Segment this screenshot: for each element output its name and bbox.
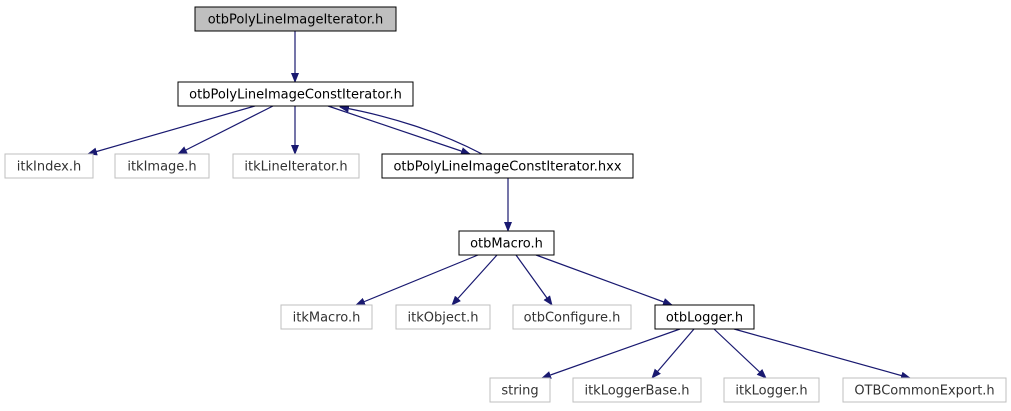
edge-n10-to-n11: [541, 328, 681, 379]
node-box: [381, 153, 634, 179]
node-itkmacro-h: itkMacro.h: [280, 304, 373, 330]
edge-n10-to-n14: [733, 328, 911, 380]
edge-n6-to-n7: [355, 254, 479, 306]
node-otbpolylineimageconstiterator-hxx[interactable]: otbPolyLineImageConstIterator.hxx: [381, 153, 634, 179]
node-box: [114, 153, 210, 179]
node-layer: otbPolyLineImageIterator.h otbPolyLineIma…: [4, 6, 1007, 403]
node-otblogger-h[interactable]: otbLogger.h: [654, 304, 755, 330]
node-label: otbLogger.h: [666, 311, 743, 326]
node-itklogger-h: itkLogger.h: [723, 377, 820, 403]
node-label: OTBCommonExport.h: [854, 384, 994, 399]
edge-layer: [87, 31, 911, 380]
edge-n6-to-n9: [515, 254, 553, 306]
node-box: [280, 304, 373, 330]
node-label: itkImage.h: [127, 160, 196, 175]
node-label: string: [501, 384, 538, 399]
node-otbconfigure-h: otbConfigure.h: [512, 304, 632, 330]
node-box: [572, 377, 702, 403]
edge-n10-to-n13: [713, 328, 767, 379]
node-box: [194, 6, 397, 32]
node-itkloggerbase-h: itkLoggerBase.h: [572, 377, 702, 403]
node-label: itkObject.h: [408, 311, 479, 326]
node-otbcommonexport-h: OTBCommonExport.h: [842, 377, 1007, 403]
node-box: [842, 377, 1007, 403]
node-box: [489, 377, 551, 403]
node-label: itkLogger.h: [735, 384, 807, 399]
node-box: [654, 304, 755, 330]
node-label: otbPolyLineImageIterator.h: [208, 13, 384, 28]
node-box: [512, 304, 632, 330]
node-label: itkLoggerBase.h: [584, 384, 689, 399]
node-otbpolylineimageconstiterator-h[interactable]: otbPolyLineImageConstIterator.h: [177, 81, 414, 107]
node-label: otbConfigure.h: [524, 311, 621, 326]
node-box: [395, 304, 491, 330]
node-label: itkLineIterator.h: [244, 160, 347, 175]
edge-n1-to-n5: [327, 105, 471, 155]
node-itkimage-h: itkImage.h: [114, 153, 210, 179]
node-string: string: [489, 377, 551, 403]
edge-n1-to-n3: [177, 105, 274, 155]
node-box: [232, 153, 360, 179]
node-box: [4, 153, 94, 179]
node-box: [177, 81, 414, 107]
node-label: itkMacro.h: [293, 311, 361, 326]
node-box: [458, 230, 555, 256]
node-itklineiterator-h: itkLineIterator.h: [232, 153, 360, 179]
node-otbpolylineimageiterator-h[interactable]: otbPolyLineImageIterator.h: [194, 6, 397, 32]
edge-n10-to-n12: [651, 328, 695, 379]
edge-n5-to-n1: [339, 104, 483, 155]
node-label: itkIndex.h: [17, 160, 81, 175]
node-label: otbPolyLineImageConstIterator.hxx: [393, 160, 621, 175]
node-itkindex-h: itkIndex.h: [4, 153, 94, 179]
edge-n6-to-n10: [535, 254, 673, 306]
edge-n1-to-n2: [87, 105, 256, 156]
node-otbmacro-h[interactable]: otbMacro.h: [458, 230, 555, 256]
node-label: otbPolyLineImageConstIterator.h: [189, 88, 402, 103]
node-box: [723, 377, 820, 403]
node-label: otbMacro.h: [470, 237, 543, 252]
node-itkobject-h: itkObject.h: [395, 304, 491, 330]
edge-n6-to-n8: [451, 254, 498, 306]
